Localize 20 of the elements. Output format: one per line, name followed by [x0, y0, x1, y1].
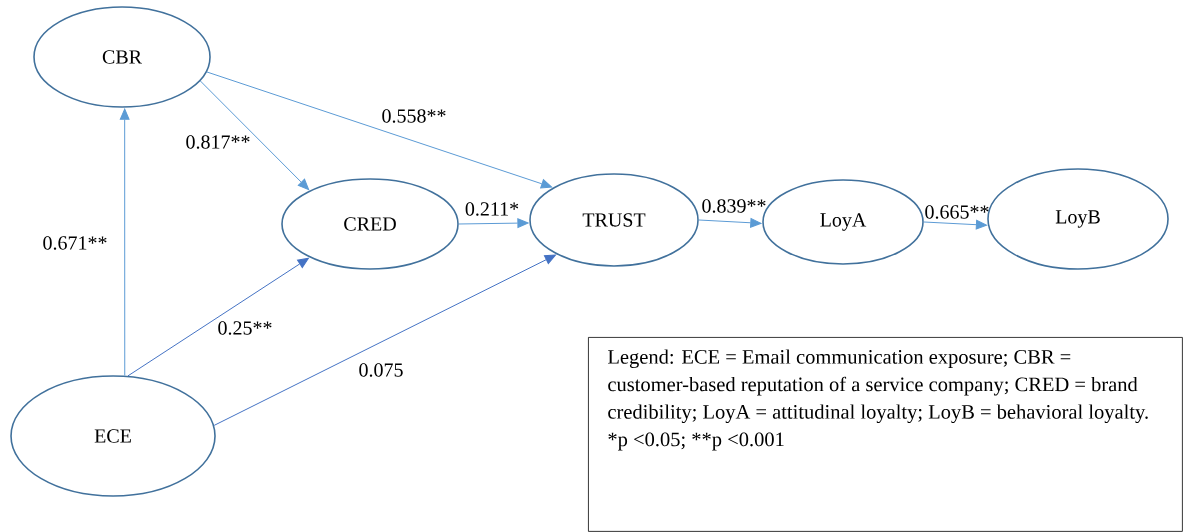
arrow — [119, 108, 130, 377]
arrow — [206, 71, 553, 189]
arrow — [698, 217, 762, 228]
arrow — [923, 219, 988, 230]
ellipse-node: CRED — [281, 178, 459, 270]
ellipse-node: TRUST — [529, 173, 699, 267]
edge-label: 0.25** — [218, 321, 272, 335]
arrow — [213, 254, 556, 426]
ellipse-node: CBR — [33, 6, 211, 108]
arrow — [127, 257, 309, 377]
arrow — [199, 80, 310, 191]
edge-label: 0.665** — [925, 205, 989, 219]
edge-label: 0.558** — [382, 109, 446, 123]
edge-label: 0.671** — [43, 236, 107, 250]
edge-label: 0.817** — [186, 135, 250, 149]
arrow — [458, 218, 529, 228]
ellipse-node: ECE — [10, 375, 216, 497]
edge-label: 0.211* — [465, 202, 519, 216]
legend-box: Legend: ECE = Email communication exposure; CBR = customer-based reputation of a service company; CRED = brand credibility; LoyA = attitudinal loyalty; LoyB = behavioral loyalty. *p <0.05; **p <0.001 — [588, 337, 1183, 532]
edge-label: 0.075 — [359, 363, 403, 377]
